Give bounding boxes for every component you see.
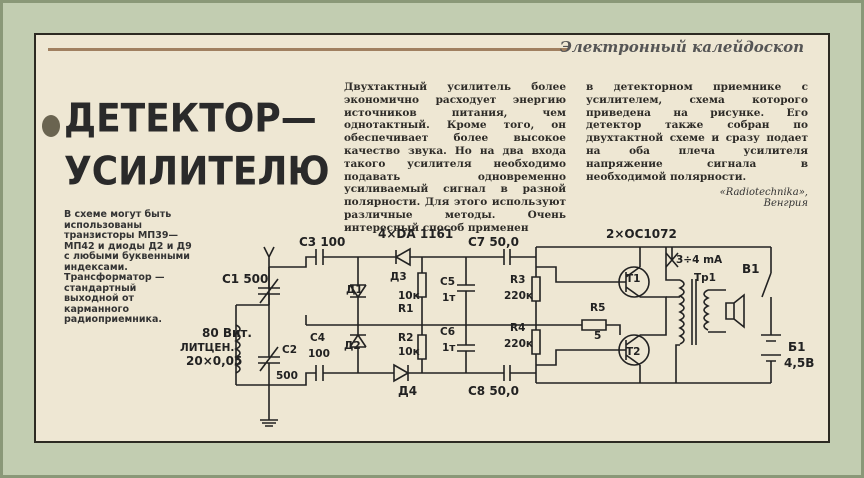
circuit-schematic: С3 100 4×DA 1161 С7 50,0 2×OC1072 С1 500… (180, 227, 814, 427)
coil-icon (234, 324, 241, 374)
label-c2: С2 (282, 344, 297, 356)
magazine-page: Электронный калейдоскоп ДЕТЕКТОР— УСИЛИТ… (34, 33, 830, 443)
article-column-1: Двухтактный усилитель более экономично р… (344, 81, 566, 234)
label-c1: С1 500 (222, 272, 268, 286)
label-c4-value: 100 (308, 348, 330, 360)
label-r1: R1 (398, 303, 413, 315)
source-name: «Radiotechnika», (719, 187, 808, 198)
label-c3: С3 100 (299, 235, 345, 249)
label-battery-value: 4,5В (784, 356, 814, 370)
capacitor-c3 (315, 249, 324, 265)
section-header: Электронный калейдоскоп (559, 38, 804, 56)
diode-d1-d2 (349, 257, 367, 373)
source-credit: «Radiotechnika», Венгрия (720, 187, 808, 209)
transistor-t2 (618, 334, 650, 366)
label-r2-value: 10к (398, 346, 420, 358)
label-c2-value: 500 (276, 370, 298, 382)
source-country: Венгрия (763, 198, 808, 209)
label-coil-wire: ЛИТЦЕН. (180, 342, 234, 354)
label-current: 3÷4 mA (676, 254, 723, 266)
label-c5: С5 (440, 276, 455, 288)
transformer-tr1 (678, 279, 685, 345)
label-diodes-note: 4×DA 1161 (378, 227, 453, 241)
capacitor-c4 (315, 365, 324, 381)
label-r4: R4 (510, 322, 525, 334)
title-line-1: ДЕТЕКТОР— (64, 96, 317, 142)
label-r3-value: 220к (504, 290, 533, 302)
resistor-r3-r4 (531, 257, 541, 373)
label-b1: В1 (742, 262, 760, 276)
binder-hole (42, 115, 60, 137)
label-c5-value: 1т (442, 292, 456, 304)
switch-b1 (761, 247, 772, 335)
label-r5: R5 (590, 302, 605, 314)
article-title: ДЕТЕКТОР— УСИЛИТЕЛЮ (64, 93, 330, 199)
label-coil-turns: 80 Вит. (202, 326, 252, 340)
label-d3: Д3 (390, 271, 407, 283)
label-c6: С6 (440, 326, 455, 338)
label-r5-value: 5 (594, 330, 601, 342)
label-d4: Д4 (398, 384, 417, 398)
article-column-2: в детекторном приемнике с усилителем, сх… (586, 81, 808, 183)
diode-d3 (358, 247, 422, 267)
label-d2: Д2 (344, 340, 361, 352)
speaker-icon (708, 289, 745, 333)
label-r1-value: 10к (398, 290, 420, 302)
label-d1: Д1 (346, 284, 363, 296)
header-rule (48, 48, 568, 51)
title-line-2: УСИЛИТЕЛЮ (64, 149, 330, 195)
capacitor-c7 (496, 249, 536, 265)
label-t1: Т1 (626, 273, 640, 285)
transistor-t1 (618, 266, 650, 298)
variable-capacitor-c2 (258, 305, 280, 385)
resistor-r1-r2 (417, 257, 427, 373)
capacitor-c8 (496, 365, 536, 381)
ground-icon (260, 419, 278, 427)
label-coil-spec: 20×0,05 (186, 354, 242, 368)
variable-capacitor-c1 (258, 267, 280, 305)
current-point-icon (665, 247, 679, 268)
label-battery: Б1 (788, 340, 806, 354)
battery-b1 (761, 334, 781, 383)
label-r3: R3 (510, 274, 525, 286)
label-c4: С4 (310, 332, 325, 344)
antenna-icon (263, 246, 275, 267)
label-c8: С8 50,0 (468, 384, 519, 398)
label-c6-value: 1т (442, 342, 456, 354)
label-t2: Т2 (626, 346, 640, 358)
label-r2: R2 (398, 332, 413, 344)
schematic-caption: В схеме могут быть использованы транзист… (64, 209, 192, 325)
capacitor-c5-c6 (457, 257, 475, 373)
label-transistors-note: 2×OC1072 (606, 227, 677, 241)
label-r4-value: 220к (504, 338, 533, 350)
label-tr1: Тр1 (694, 272, 716, 284)
diode-d4 (366, 363, 422, 383)
resistor-r5 (556, 319, 621, 335)
label-c7: С7 50,0 (468, 235, 519, 249)
